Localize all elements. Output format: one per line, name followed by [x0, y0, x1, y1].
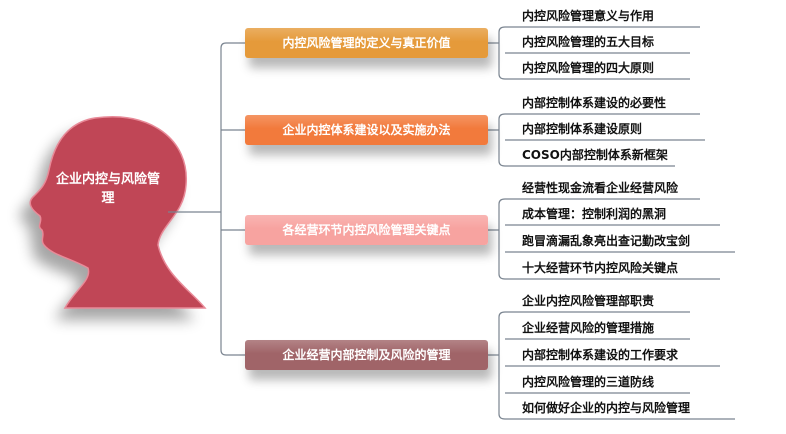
leaf-topic[interactable]: 企业内控风险管理部职责: [522, 294, 655, 308]
leaf-topic[interactable]: 跑冒滴漏乱象亮出查记勤改宝剑: [522, 234, 691, 248]
leaf-topic[interactable]: 十大经营环节内控风险关键点: [522, 261, 679, 275]
branch-node[interactable]: 企业内控体系建设以及实施办法: [245, 115, 488, 145]
leaf-topic[interactable]: 内部控制体系建设原则: [522, 122, 643, 136]
leaf-topic[interactable]: 内控风险管理意义与作用: [522, 9, 655, 23]
branch-node[interactable]: 各经营环节内控风险管理关键点: [245, 215, 488, 245]
branch-node[interactable]: 企业经营内部控制及风险的管理: [245, 340, 488, 370]
leaf-topic[interactable]: 如何做好企业的内控与风险管理: [522, 401, 691, 415]
leaf-topic[interactable]: 内控风险管理的四大原则: [522, 61, 655, 75]
head-silhouette: [29, 116, 207, 309]
leaf-topic[interactable]: COSO内部控制体系新框架: [522, 148, 668, 162]
leaf-topic[interactable]: 内部控制体系建设的必要性: [522, 96, 667, 110]
root-title: 企业内控与风险管理: [55, 172, 160, 206]
branch-node[interactable]: 内控风险管理的定义与真正价值: [245, 28, 488, 58]
leaf-topic[interactable]: 成本管理：控制利润的黑洞: [522, 207, 667, 221]
leaf-topic[interactable]: 内部控制体系建设的工作要求: [522, 348, 679, 362]
leaf-topic[interactable]: 内控风险管理的五大目标: [522, 35, 655, 49]
leaf-topic[interactable]: 企业经营风险的管理措施: [522, 321, 655, 335]
leaf-topic[interactable]: 经营性现金流看企业经营风险: [522, 181, 679, 195]
leaf-topic[interactable]: 内控风险管理的三道防线: [522, 375, 655, 389]
